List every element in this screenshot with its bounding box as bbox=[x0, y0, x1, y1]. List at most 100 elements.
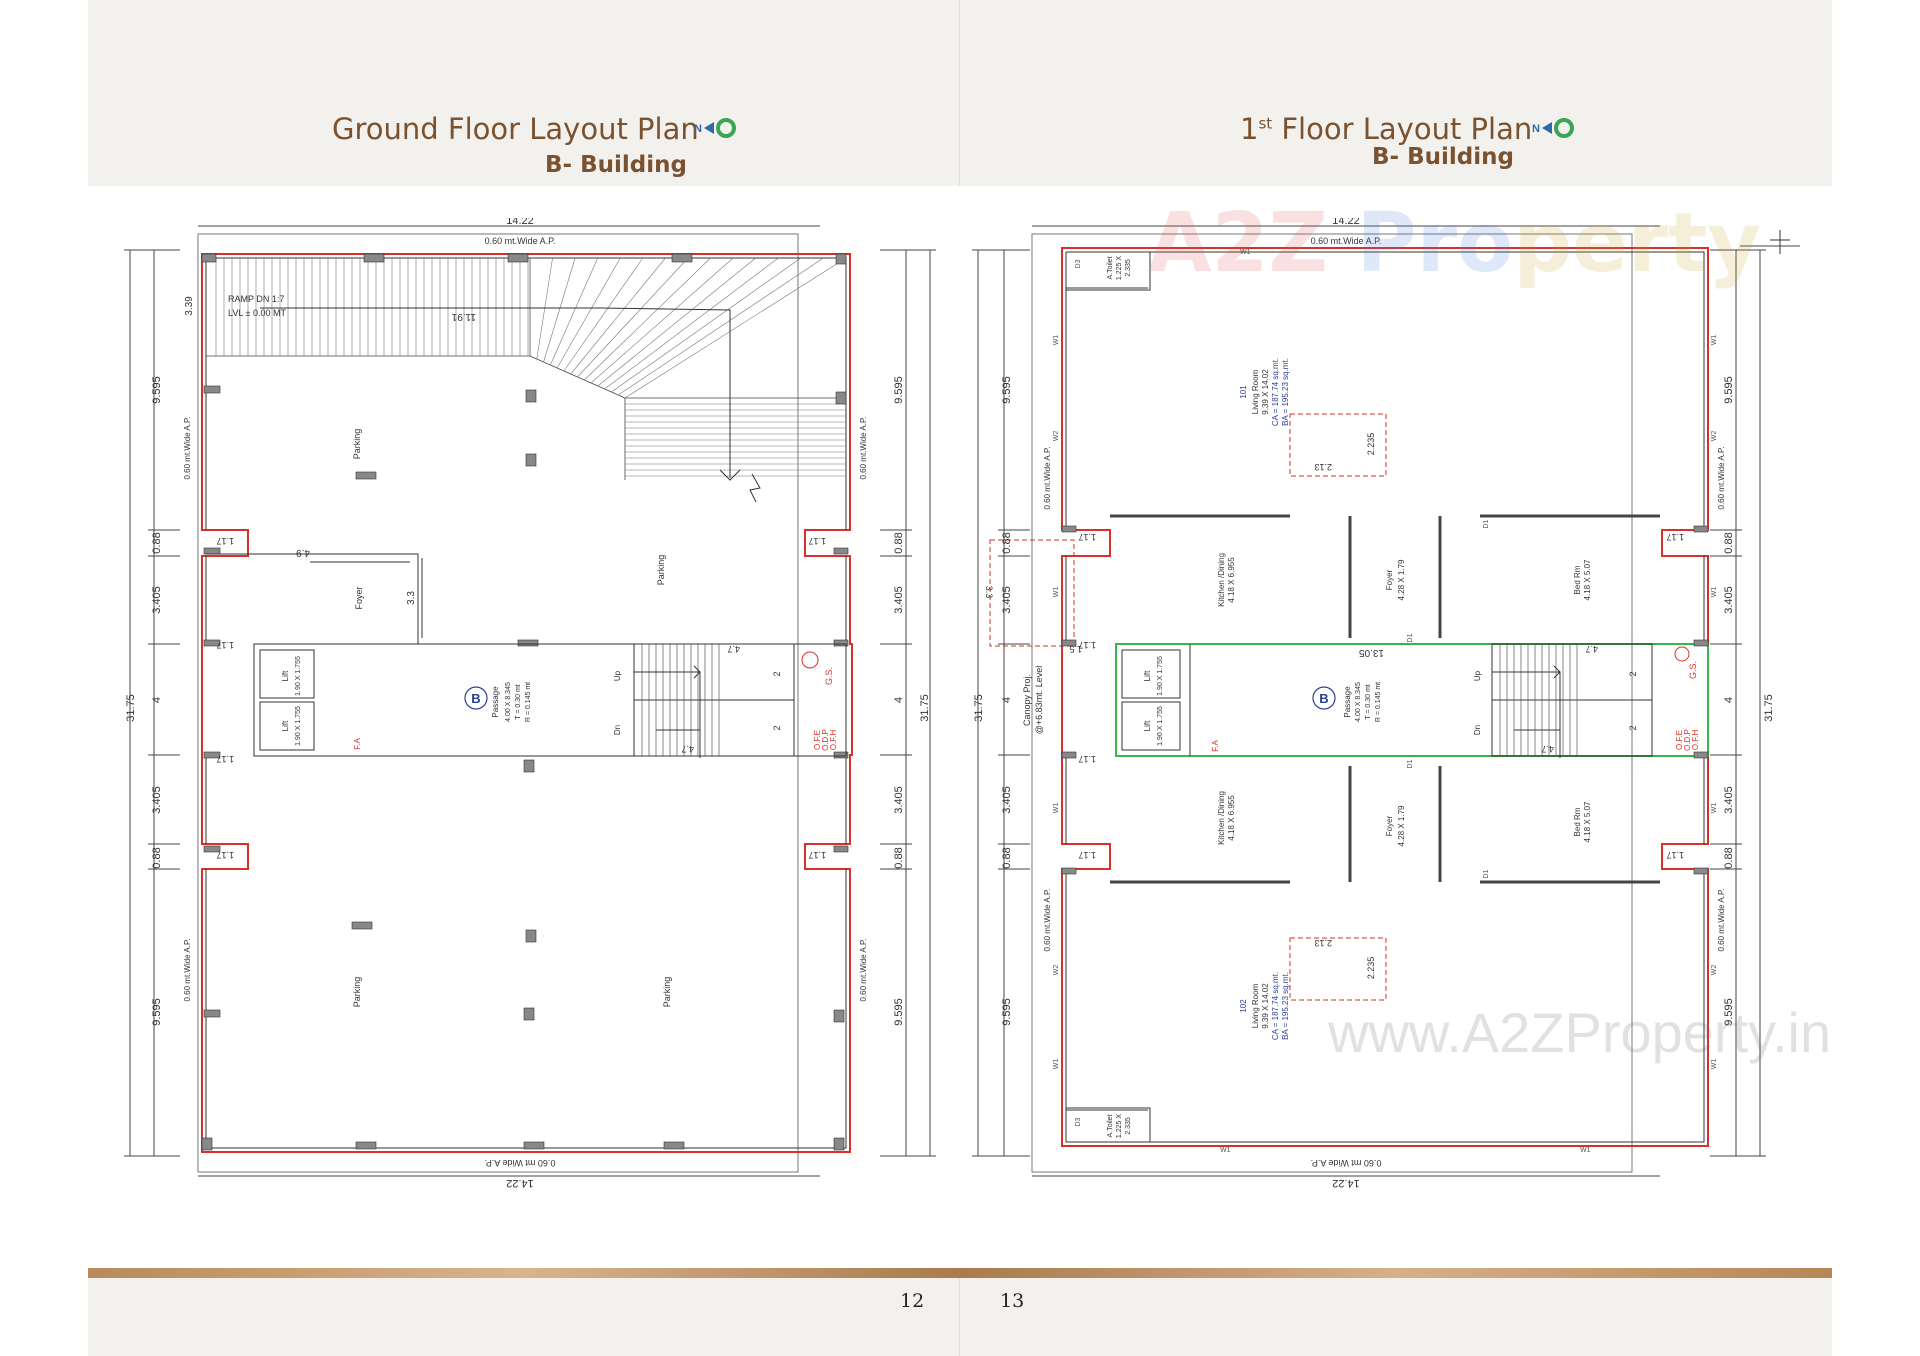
ramp-tread bbox=[597, 257, 756, 387]
ap-side-label: 0.60 mt.Wide A.P. bbox=[859, 939, 868, 1002]
dim-right-4: 4 bbox=[1723, 697, 1735, 703]
page-number-left: 12 bbox=[900, 1290, 925, 1312]
living-room-label: Living Room bbox=[1251, 369, 1260, 414]
passage-size: 4.00 X 8.345 bbox=[505, 682, 512, 722]
level-label: LVL ± 0.00 MT bbox=[228, 308, 286, 318]
width-dim-bottom: 14.22 bbox=[506, 1177, 534, 1189]
tread-label: T = 0.30 mt bbox=[1365, 684, 1372, 720]
foyer-label: Foyer bbox=[354, 586, 364, 609]
foyer-size: 4.28 X 1.79 bbox=[1397, 559, 1406, 600]
dim-right-3: 3.405 bbox=[1723, 586, 1735, 614]
dim-right-5: 3.405 bbox=[893, 786, 905, 814]
ramp-height-dim: 3.39 bbox=[184, 296, 195, 316]
kitchen-size: 4.18 X 6.955 bbox=[1227, 557, 1236, 603]
stair-width: 2 bbox=[772, 671, 782, 676]
dim-right-2: 0.88 bbox=[893, 532, 905, 553]
stair-width: 2 bbox=[772, 725, 782, 730]
gas-shaft-label: G.S. bbox=[1688, 661, 1698, 679]
dim-left-1: 9.595 bbox=[151, 376, 163, 404]
window-tag: W1 bbox=[1220, 1147, 1231, 1154]
foyer-width-dim: 4.9 bbox=[296, 547, 310, 558]
north-arrow-icon: N bbox=[694, 118, 736, 138]
dim-left-4: 4 bbox=[151, 697, 163, 703]
dim-left-5: 3.405 bbox=[151, 786, 163, 814]
dim-right-6: 0.88 bbox=[1723, 847, 1735, 868]
ap-label-top: 0.60 mt.Wide A.P. bbox=[1311, 236, 1382, 246]
tread-label: T = 0.30 mt bbox=[515, 684, 522, 720]
toilet-size: 2.335 bbox=[1125, 259, 1132, 277]
cut-dim: 1.17 bbox=[1666, 850, 1684, 860]
dim-right-1: 9.595 bbox=[893, 376, 905, 404]
stair-down-label: Dn bbox=[1473, 725, 1482, 735]
toilet-label: A.Toilet bbox=[1107, 256, 1114, 279]
width-dim-top: 14.22 bbox=[506, 218, 534, 227]
passage-size: 4.00 X 8.345 bbox=[1355, 682, 1362, 722]
void-width: 2.13 bbox=[1314, 462, 1332, 472]
foyer-size: 4.28 X 1.79 bbox=[1397, 805, 1406, 846]
ramp-tread bbox=[550, 257, 598, 366]
window-tag: W1 bbox=[1240, 249, 1251, 256]
window-tag: W1 bbox=[1711, 587, 1718, 598]
first-floor-plan: B 14.22 0.60 mt.Wide A.P. 0.60 mt Wide A… bbox=[960, 218, 1820, 1198]
ramp-tread bbox=[570, 257, 666, 375]
window-tag: W1 bbox=[1711, 335, 1718, 346]
cut-dim: 1.17 bbox=[1078, 640, 1096, 650]
door-tag: D3 bbox=[1075, 259, 1082, 268]
total-height-dim-right: 31.75 bbox=[919, 694, 931, 722]
window-tag: W2 bbox=[1711, 431, 1718, 442]
living-room-size: 9.39 X 14.02 bbox=[1261, 369, 1270, 415]
carpet-area: CA = 187.74 sq.mt. bbox=[1271, 358, 1280, 426]
dim-left-4: 4 bbox=[1001, 697, 1013, 703]
ramp-label: RAMP DN 1:7 bbox=[228, 294, 284, 304]
void-height: 2.235 bbox=[1366, 957, 1376, 980]
foyer-height-dim: 3.3 bbox=[406, 591, 417, 605]
ramp-tread bbox=[556, 257, 621, 369]
dim-left-3: 3.405 bbox=[151, 586, 163, 614]
riser-label: R = 0.145 mt bbox=[525, 682, 532, 722]
kitchen-size: 4.18 X 6.955 bbox=[1227, 795, 1236, 841]
ap-side-label: 0.60 mt.Wide A.P. bbox=[1043, 889, 1052, 952]
ramp-dim: 11.91 bbox=[451, 311, 476, 322]
toilet-size: 2.335 bbox=[1125, 1117, 1132, 1135]
stair-up-label: Up bbox=[1473, 670, 1482, 681]
void-width: 2.13 bbox=[1314, 938, 1332, 948]
cut-dim: 1.17 bbox=[216, 754, 234, 764]
stair-dim: 4.7 bbox=[727, 644, 740, 654]
cut-dim: 1.17 bbox=[216, 640, 234, 650]
north-arrow-icon: N bbox=[1532, 118, 1574, 138]
building-tag-label: B bbox=[471, 691, 480, 706]
ofe-label: O.F.E bbox=[1675, 730, 1684, 750]
living-room-size: 9.39 X 14.02 bbox=[1261, 983, 1270, 1029]
ramp-tread bbox=[563, 257, 644, 372]
ramp-tread bbox=[577, 257, 689, 378]
stair-dim: 4.7 bbox=[1541, 744, 1554, 754]
passage-label: Passage bbox=[1343, 686, 1352, 718]
right-page-header bbox=[960, 0, 1832, 186]
passage-width: 13.05 bbox=[1359, 647, 1384, 658]
stair-width: 2 bbox=[1628, 671, 1638, 676]
unit-number: 101 bbox=[1239, 385, 1248, 399]
right-page-footer bbox=[960, 1276, 1832, 1356]
building-tag-icon bbox=[464, 686, 488, 710]
page-spine-bottom bbox=[959, 1276, 960, 1356]
building-tag-label: B bbox=[1319, 691, 1328, 706]
ap-side-label: 0.60 mt.Wide A.P. bbox=[1043, 447, 1052, 510]
dim-right-6: 0.88 bbox=[893, 847, 905, 868]
ap-side-label: 0.60 mt.Wide A.P. bbox=[1717, 889, 1726, 952]
left-page-footer bbox=[88, 1276, 959, 1356]
left-page-subtitle: B- Building bbox=[545, 152, 687, 178]
odp-label: O.D.P bbox=[821, 729, 830, 751]
odp-label: O.D.P bbox=[1683, 729, 1692, 751]
ramp-tread bbox=[584, 257, 711, 381]
window-tag: W2 bbox=[1053, 431, 1060, 442]
kitchen-label: Kitchen /Dining bbox=[1217, 791, 1226, 845]
brand-watermark: A2Z Property bbox=[1148, 196, 1761, 291]
cut-dim: 1.17 bbox=[216, 850, 234, 860]
total-height-dim-left: 31.75 bbox=[973, 694, 985, 722]
dim-right-2: 0.88 bbox=[1723, 532, 1735, 553]
left-page-title: Ground Floor Layout Plan bbox=[332, 112, 699, 146]
width-dim-bottom: 14.22 bbox=[1332, 1177, 1360, 1189]
lift-size: 1.90 X 1.755 bbox=[1157, 706, 1164, 746]
kitchen-label: Kitchen /Dining bbox=[1217, 553, 1226, 607]
door-tag: D1 bbox=[1407, 759, 1414, 768]
